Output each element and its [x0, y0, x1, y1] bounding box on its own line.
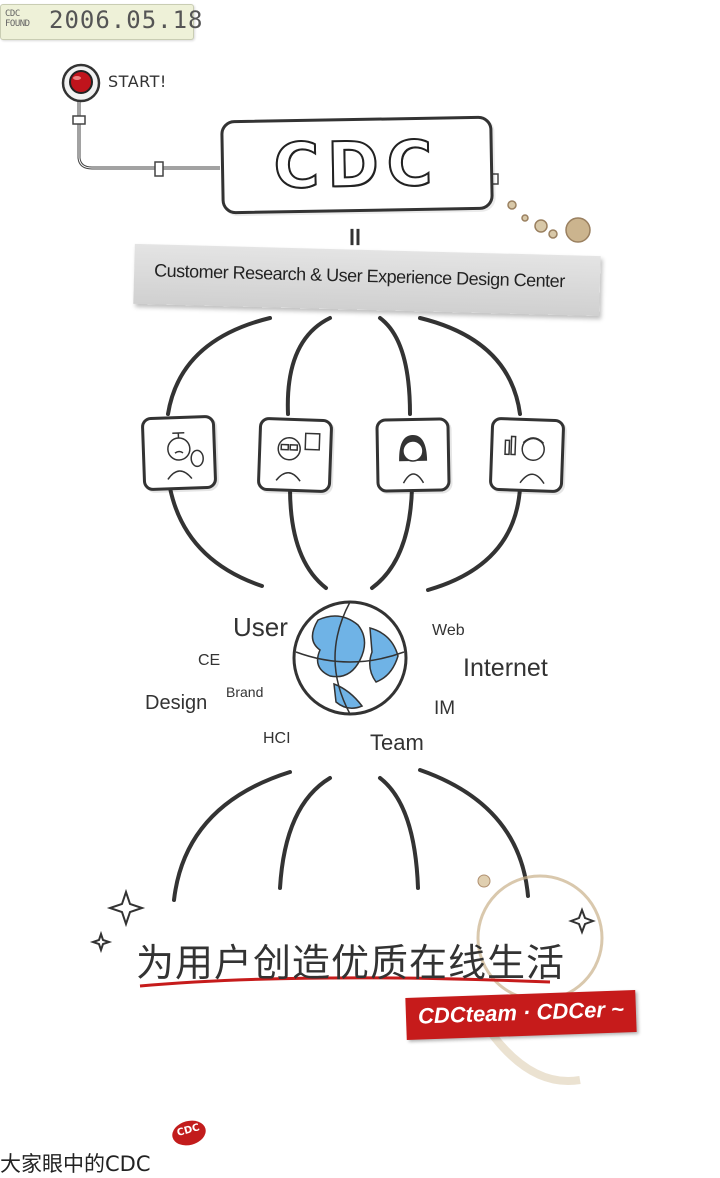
girl-person-icon [375, 417, 451, 493]
keyword-design: Design [145, 692, 208, 714]
slogan-underline [139, 976, 551, 988]
keyword-user: User [233, 612, 288, 642]
cdc-logo: CDC [272, 126, 442, 204]
footer-link[interactable]: 大家眼中的CDC [0, 1152, 151, 1176]
start-label: START! [108, 72, 167, 91]
center-name: Customer Research & User Experience Desi… [153, 260, 565, 292]
keyword-brand: Brand [226, 684, 264, 700]
founding-date: 2006.05.18 [49, 6, 204, 34]
designer-person-icon [140, 414, 218, 492]
equals-mark: = [339, 226, 370, 248]
team-badge-text: CDCteam · CDCer ~ [417, 996, 625, 1029]
researcher-person-icon [256, 416, 334, 494]
date-badge: CDC FOUND 2006.05.18 [0, 4, 203, 40]
start-button-icon [61, 63, 101, 103]
date-tag: CDC FOUND [5, 9, 30, 29]
keyword-team: Team [370, 730, 424, 755]
keyword-internet: Internet [463, 654, 548, 682]
engineer-person-icon [488, 416, 566, 494]
keyword-web: Web [432, 622, 465, 639]
keyword-hci: HCI [263, 730, 291, 747]
coffee-drops-icon [507, 200, 591, 243]
team-badge: CDCteam · CDCer ~ [405, 989, 637, 1041]
keyword-im: IM [434, 698, 456, 719]
center-name-ribbon: Customer Research & User Experience Desi… [133, 243, 601, 317]
globe-icon [292, 600, 408, 716]
sparkle-icon [89, 888, 596, 954]
keyword-ce: CE [198, 652, 221, 669]
cdc-logo-box: CDC [220, 115, 494, 215]
slogan: 为用户创造优质在线生活 [136, 941, 566, 985]
